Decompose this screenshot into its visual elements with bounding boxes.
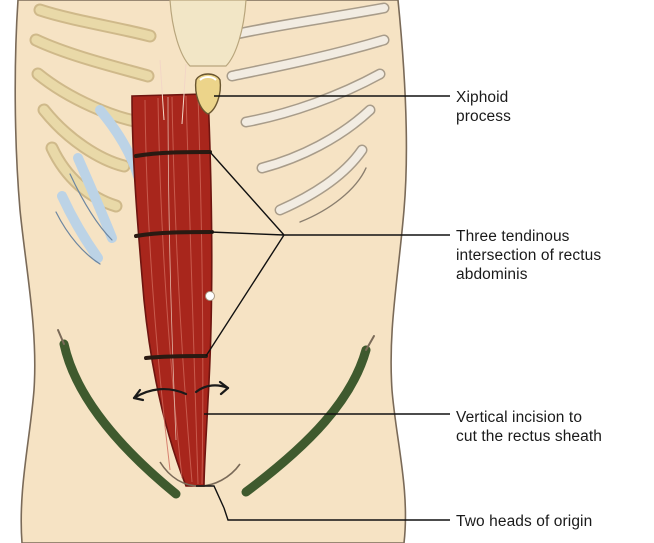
label-vertical-incision: Vertical incision to cut the rectus shea… [456, 408, 602, 446]
label-xiphoid-process: Xiphoid process [456, 88, 511, 126]
label-two-heads-of-origin: Two heads of origin [456, 512, 592, 531]
label-tendinous-intersections: Three tendinous intersection of rectus a… [456, 227, 601, 284]
umbilicus [206, 292, 215, 301]
tendinous-band-3 [146, 356, 206, 358]
